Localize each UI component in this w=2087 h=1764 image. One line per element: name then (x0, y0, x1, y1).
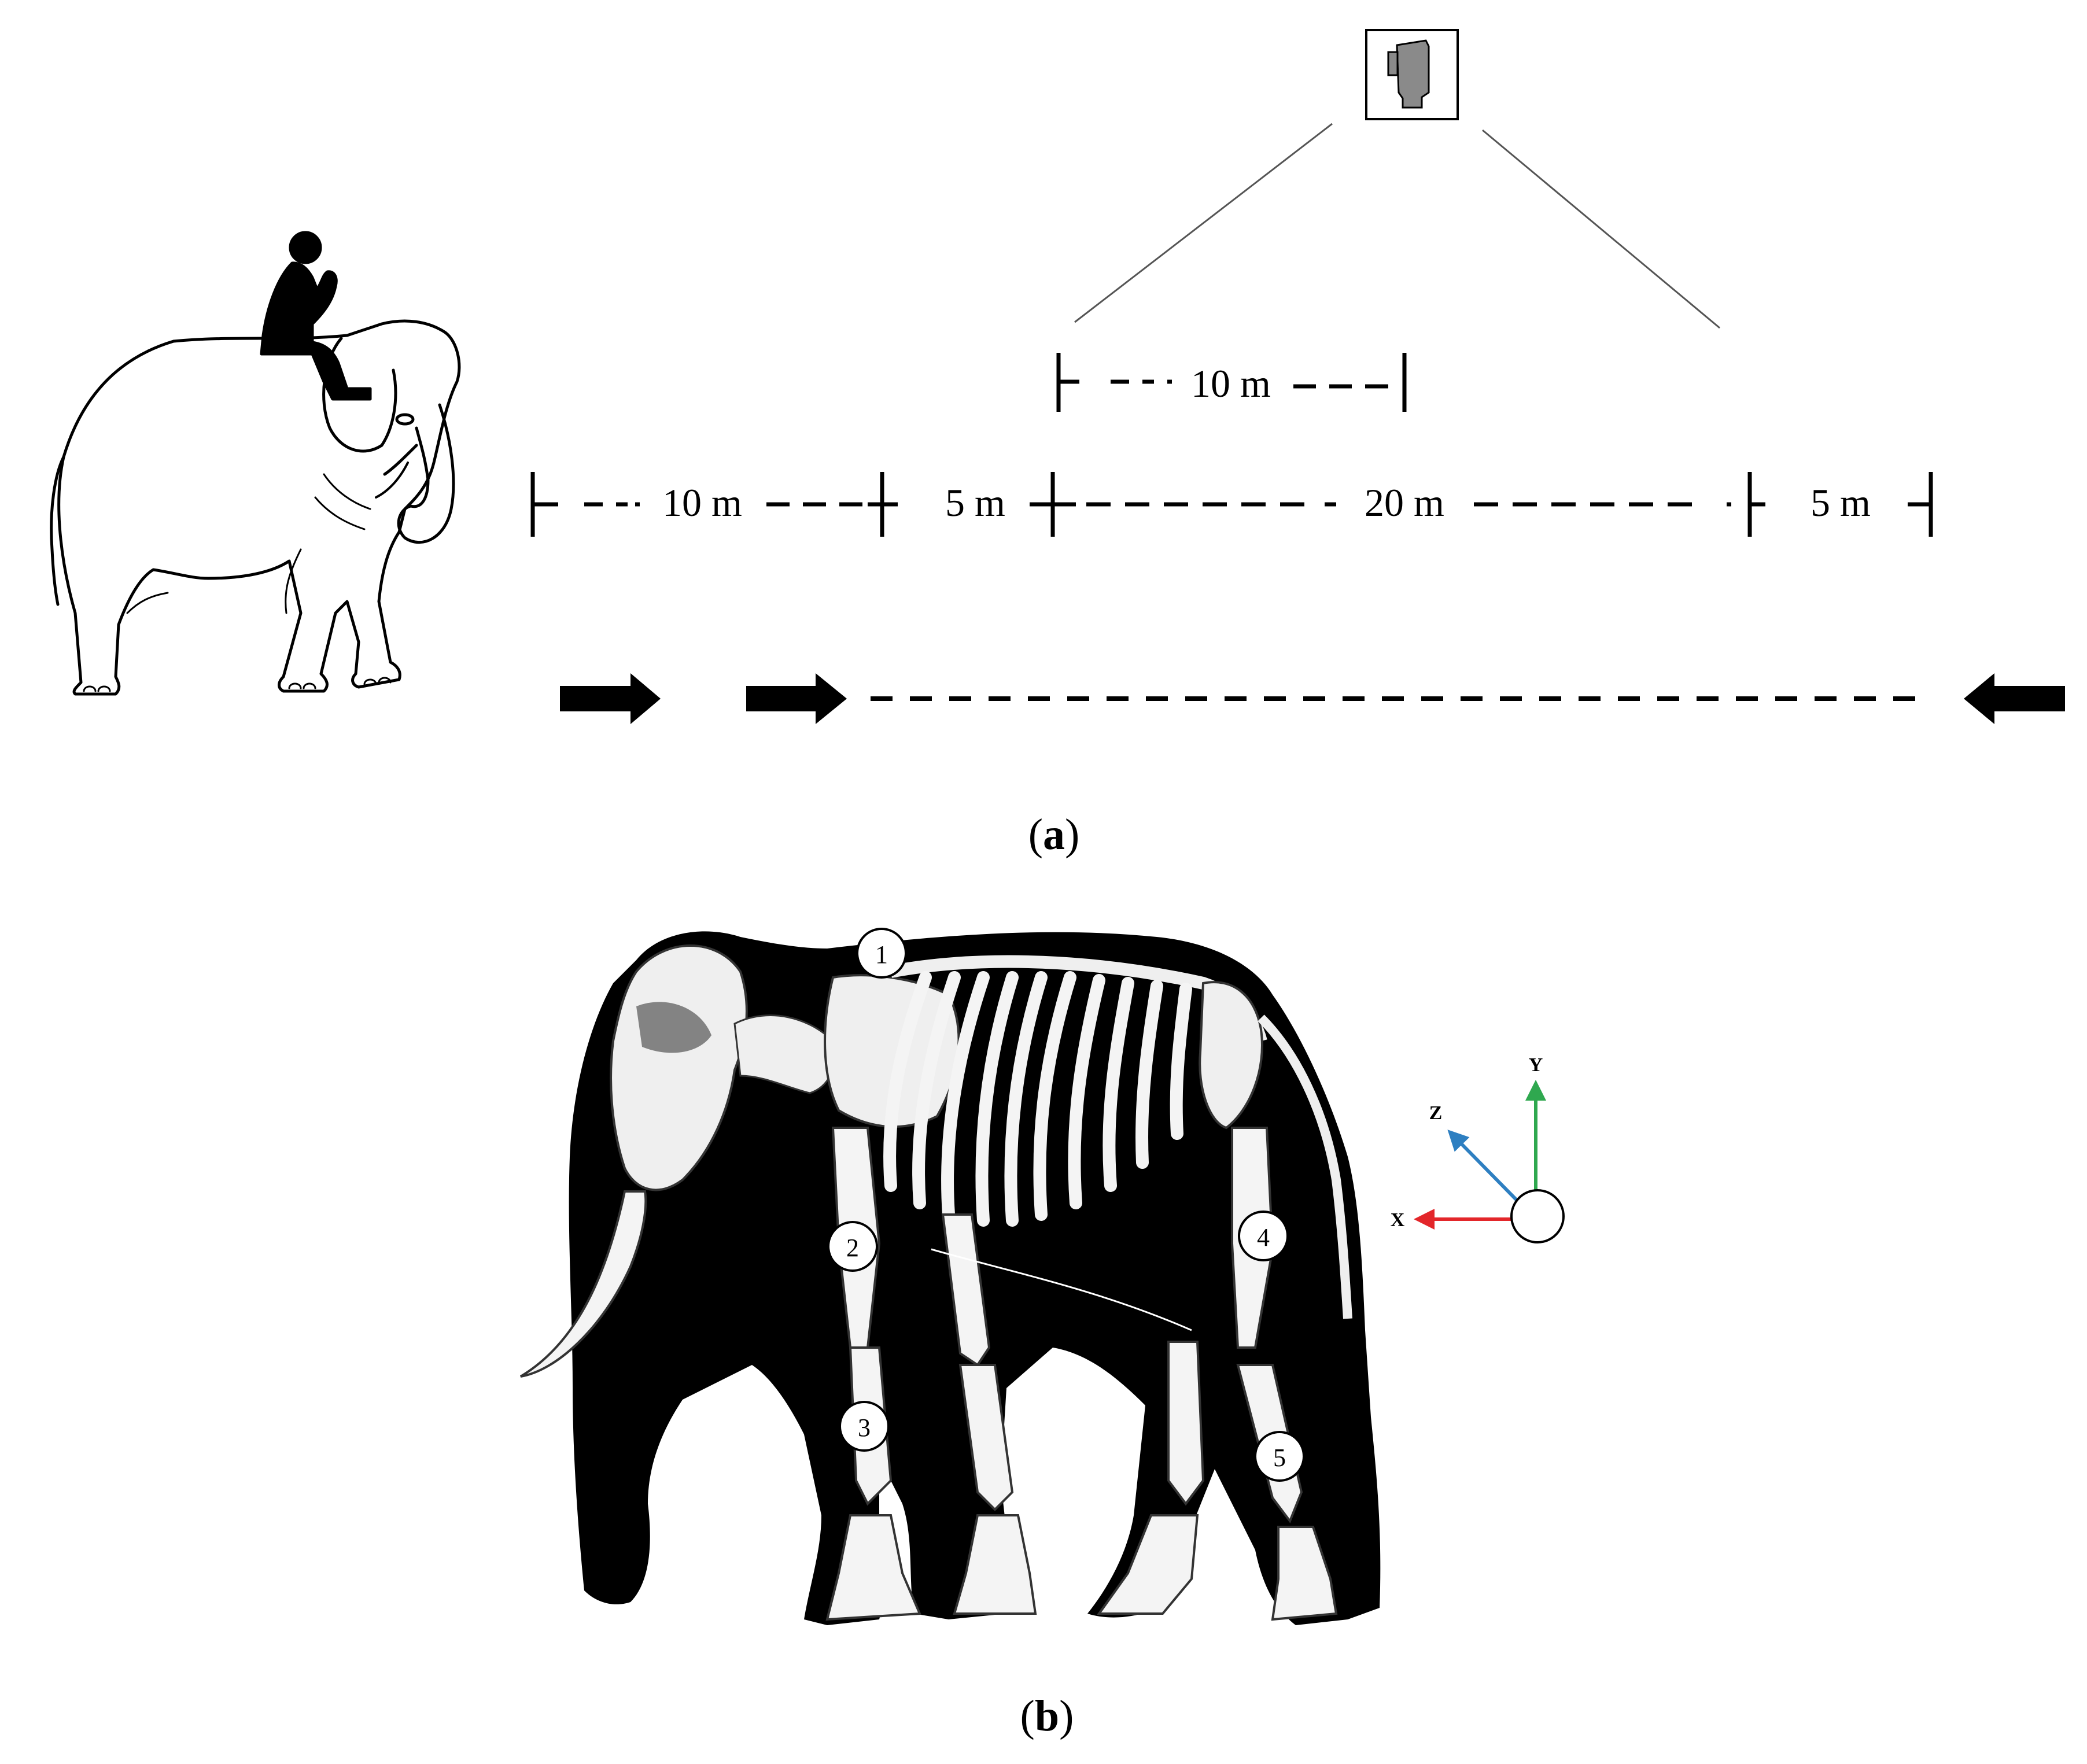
main-measurement-row (530, 472, 1933, 537)
marker-1-label: 1 (875, 940, 888, 969)
rider-silhouette (260, 231, 372, 401)
axes-origin (1510, 1189, 1565, 1243)
caption-b: (b) (1020, 1692, 1074, 1740)
left-arrow-icon (1964, 673, 2065, 724)
upper-measurement (1056, 353, 1407, 412)
panel-b: 1 2 3 4 5 (519, 928, 1565, 1740)
upper-span-label: 10 m (1191, 361, 1271, 405)
camera-view-line-left (1074, 123, 1333, 323)
marker-2-label: 2 (846, 1234, 859, 1262)
marker-5-label: 5 (1273, 1444, 1286, 1472)
marker-1: 1 (856, 928, 907, 979)
z-axis-label: Z (1429, 1102, 1443, 1124)
panel-a: 10 m (50, 29, 2065, 859)
camera-icon (1365, 29, 1459, 120)
marker-points: 1 2 3 4 5 (827, 928, 1305, 1482)
marker-3-label: 3 (858, 1414, 871, 1442)
marker-4-label: 4 (1257, 1223, 1270, 1252)
span-4-label: 5 m (1811, 481, 1871, 525)
span-1-label: 10 m (662, 481, 742, 525)
marker-2: 2 (827, 1221, 878, 1272)
elephant-with-rider-illustration (50, 231, 461, 696)
coordinate-axes: X Y Z (1391, 1054, 1565, 1243)
span-3-label: 20 m (1365, 481, 1444, 525)
right-arrow-icon (560, 673, 661, 724)
rib-cage (883, 971, 1192, 1227)
z-axis-arrow (1447, 1130, 1520, 1204)
marker-4: 4 (1238, 1211, 1289, 1261)
camera-view-line-right (1482, 129, 1720, 329)
marker-5: 5 (1254, 1431, 1305, 1482)
elephant-skeleton-illustration (519, 931, 1381, 1625)
direction-arrows (560, 673, 2065, 724)
right-arrow-icon (746, 673, 847, 724)
caption-a: (a) (1028, 810, 1080, 859)
span-2-label: 5 m (945, 481, 1005, 525)
y-axis-label: Y (1529, 1054, 1543, 1076)
x-axis-label: X (1391, 1209, 1405, 1231)
marker-3: 3 (839, 1401, 890, 1452)
